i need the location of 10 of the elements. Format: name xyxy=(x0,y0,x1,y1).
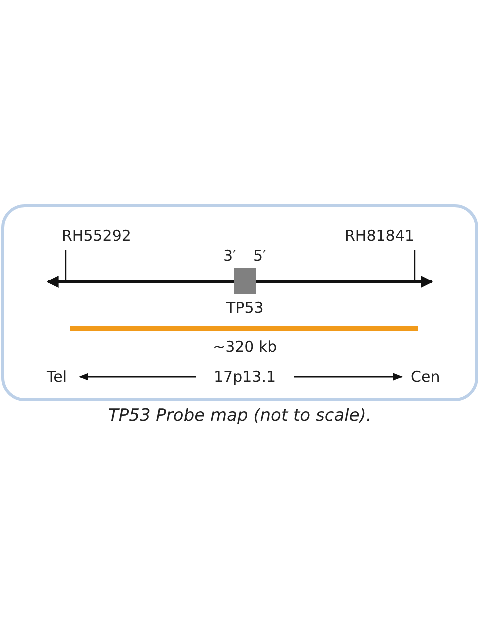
end-label: Cen xyxy=(411,368,440,386)
band-label: 17p13.1 xyxy=(214,368,276,386)
end-label: Tel xyxy=(47,368,68,386)
size-label: ~320 kb xyxy=(213,338,278,356)
marker-label: RH81841 xyxy=(345,227,414,245)
strand-label: 5′ xyxy=(254,247,266,265)
marker-label: RH55292 xyxy=(62,227,132,245)
caption: TP53 Probe map (not to scale). xyxy=(108,407,372,425)
strand-label: 3′ xyxy=(224,247,236,265)
gene-label: TP53 xyxy=(226,299,264,317)
